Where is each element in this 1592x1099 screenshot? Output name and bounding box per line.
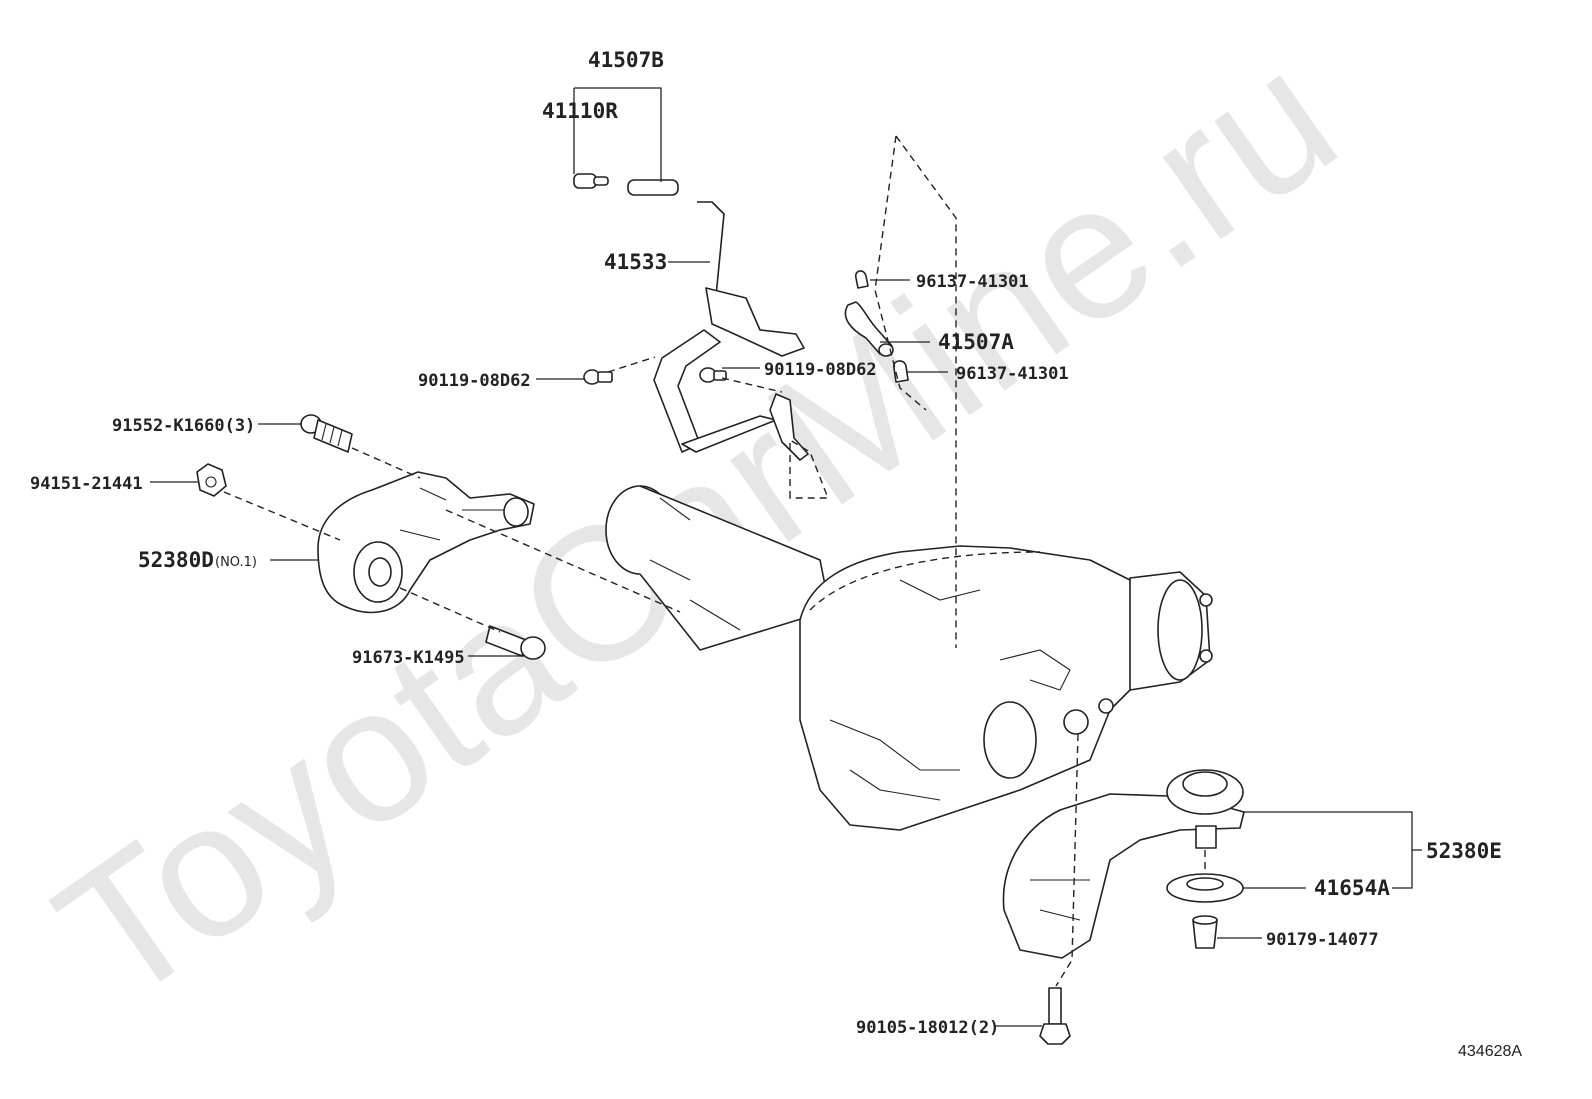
label-52380d[interactable]: 52380D — [138, 548, 214, 572]
label-52380d-sub: (NO.1) — [215, 555, 257, 570]
vent-hose-41507b[interactable] — [627, 179, 679, 196]
bolt-91673-k1495[interactable] — [485, 625, 546, 660]
label-52380e[interactable]: 52380E — [1426, 839, 1502, 863]
bolt-90119-right[interactable] — [699, 367, 727, 383]
label-41507b[interactable]: 41507B — [588, 48, 664, 72]
label-91673-k1495[interactable]: 91673-K1495 — [352, 648, 465, 668]
bolt-90105-18012[interactable] — [1039, 987, 1071, 1045]
vent-plug-41110r[interactable] — [573, 173, 609, 189]
diff-mount-52380d[interactable] — [317, 471, 535, 614]
leader-41507b — [574, 87, 662, 182]
hose-41507a[interactable] — [844, 301, 894, 357]
label-90105-18012[interactable]: 90105-18012(2) — [856, 1018, 999, 1038]
label-41654a[interactable]: 41654A — [1314, 876, 1390, 900]
label-90119-08d62-left[interactable]: 90119-08D62 — [418, 371, 531, 391]
label-91552-k1660[interactable]: 91552-K1660(3) — [112, 416, 255, 436]
differential-carrier[interactable] — [605, 485, 1213, 831]
collar-90179-14077[interactable] — [1192, 915, 1218, 949]
diff-mount-52380e[interactable] — [1002, 769, 1245, 959]
label-90179-14077[interactable]: 90179-14077 — [1266, 930, 1379, 950]
leader-52380e — [1244, 811, 1422, 889]
clip-96137-bottom[interactable] — [893, 360, 909, 383]
label-41533[interactable]: 41533 — [604, 250, 667, 274]
label-41507a[interactable]: 41507A — [938, 330, 1014, 354]
label-94151-21441[interactable]: 94151-21441 — [30, 474, 143, 494]
washer-41654a[interactable] — [1166, 873, 1244, 903]
clip-96137-top[interactable] — [854, 270, 869, 289]
nut-94151-21441[interactable] — [196, 463, 227, 497]
label-90119-08d62-right[interactable]: 90119-08D62 — [764, 360, 877, 380]
diagram-reference: 434628A — [1458, 1043, 1522, 1060]
bolt-90119-left[interactable] — [583, 369, 613, 385]
label-41110r[interactable]: 41110R — [542, 99, 618, 123]
bolt-91552-k1660[interactable] — [300, 414, 353, 453]
label-96137-41301-bottom[interactable]: 96137-41301 — [956, 364, 1069, 384]
label-96137-41301-top[interactable]: 96137-41301 — [916, 272, 1029, 292]
breather-tube-41533[interactable] — [653, 201, 809, 461]
